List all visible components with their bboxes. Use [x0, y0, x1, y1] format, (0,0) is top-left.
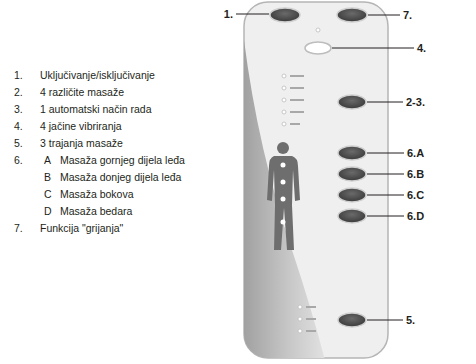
- list-number: 2.: [14, 86, 23, 99]
- list-text: 4 različite masaže: [40, 86, 124, 99]
- list-number: 7.: [14, 222, 23, 235]
- leader-lines: [236, 14, 414, 320]
- list-letter: A: [44, 154, 51, 167]
- list-number: 5.: [14, 137, 23, 150]
- list-letter: D: [44, 205, 52, 218]
- list-number: 4.: [14, 120, 23, 133]
- list-text: 1 automatski način rada: [40, 103, 151, 116]
- list-text: Masaža bedara: [60, 205, 132, 218]
- body-zone-dots: [281, 163, 286, 225]
- remote-buttons: [270, 8, 367, 327]
- list-text: 3 trajanja masaže: [40, 137, 123, 150]
- callout-number: 4.: [417, 42, 426, 55]
- list-number: 3.: [14, 103, 23, 116]
- body-silhouette: [267, 142, 300, 250]
- list-number: 6.: [14, 154, 23, 167]
- callout-number: 6.C: [407, 189, 424, 202]
- callout-number: 6.B: [407, 168, 424, 181]
- list-text: Funkcija "grijanja": [40, 222, 123, 235]
- list-letter: C: [44, 188, 52, 201]
- list-text: 4 jačine vibriranja: [40, 120, 122, 133]
- list-text: Masaža bokova: [60, 188, 134, 201]
- led-legend-marks: [290, 75, 316, 332]
- list-text: Masaža gornjeg dijela leđa: [60, 154, 185, 167]
- callout-number: 6.A: [407, 147, 424, 160]
- callout-number: 5.: [406, 314, 415, 327]
- list-text: Masaža donjeg dijela leđa: [60, 171, 181, 184]
- list-text: Uključivanje/isključivanje: [40, 69, 155, 82]
- callout-number: 7.: [403, 9, 412, 22]
- callout-number: 6.D: [407, 210, 424, 223]
- remote-side-band: [244, 40, 326, 358]
- callout-number: 1.: [224, 8, 233, 21]
- list-number: 1.: [14, 69, 23, 82]
- callout-number: 2-3.: [406, 96, 425, 109]
- indicator-leds: [282, 28, 320, 333]
- list-letter: B: [44, 171, 51, 184]
